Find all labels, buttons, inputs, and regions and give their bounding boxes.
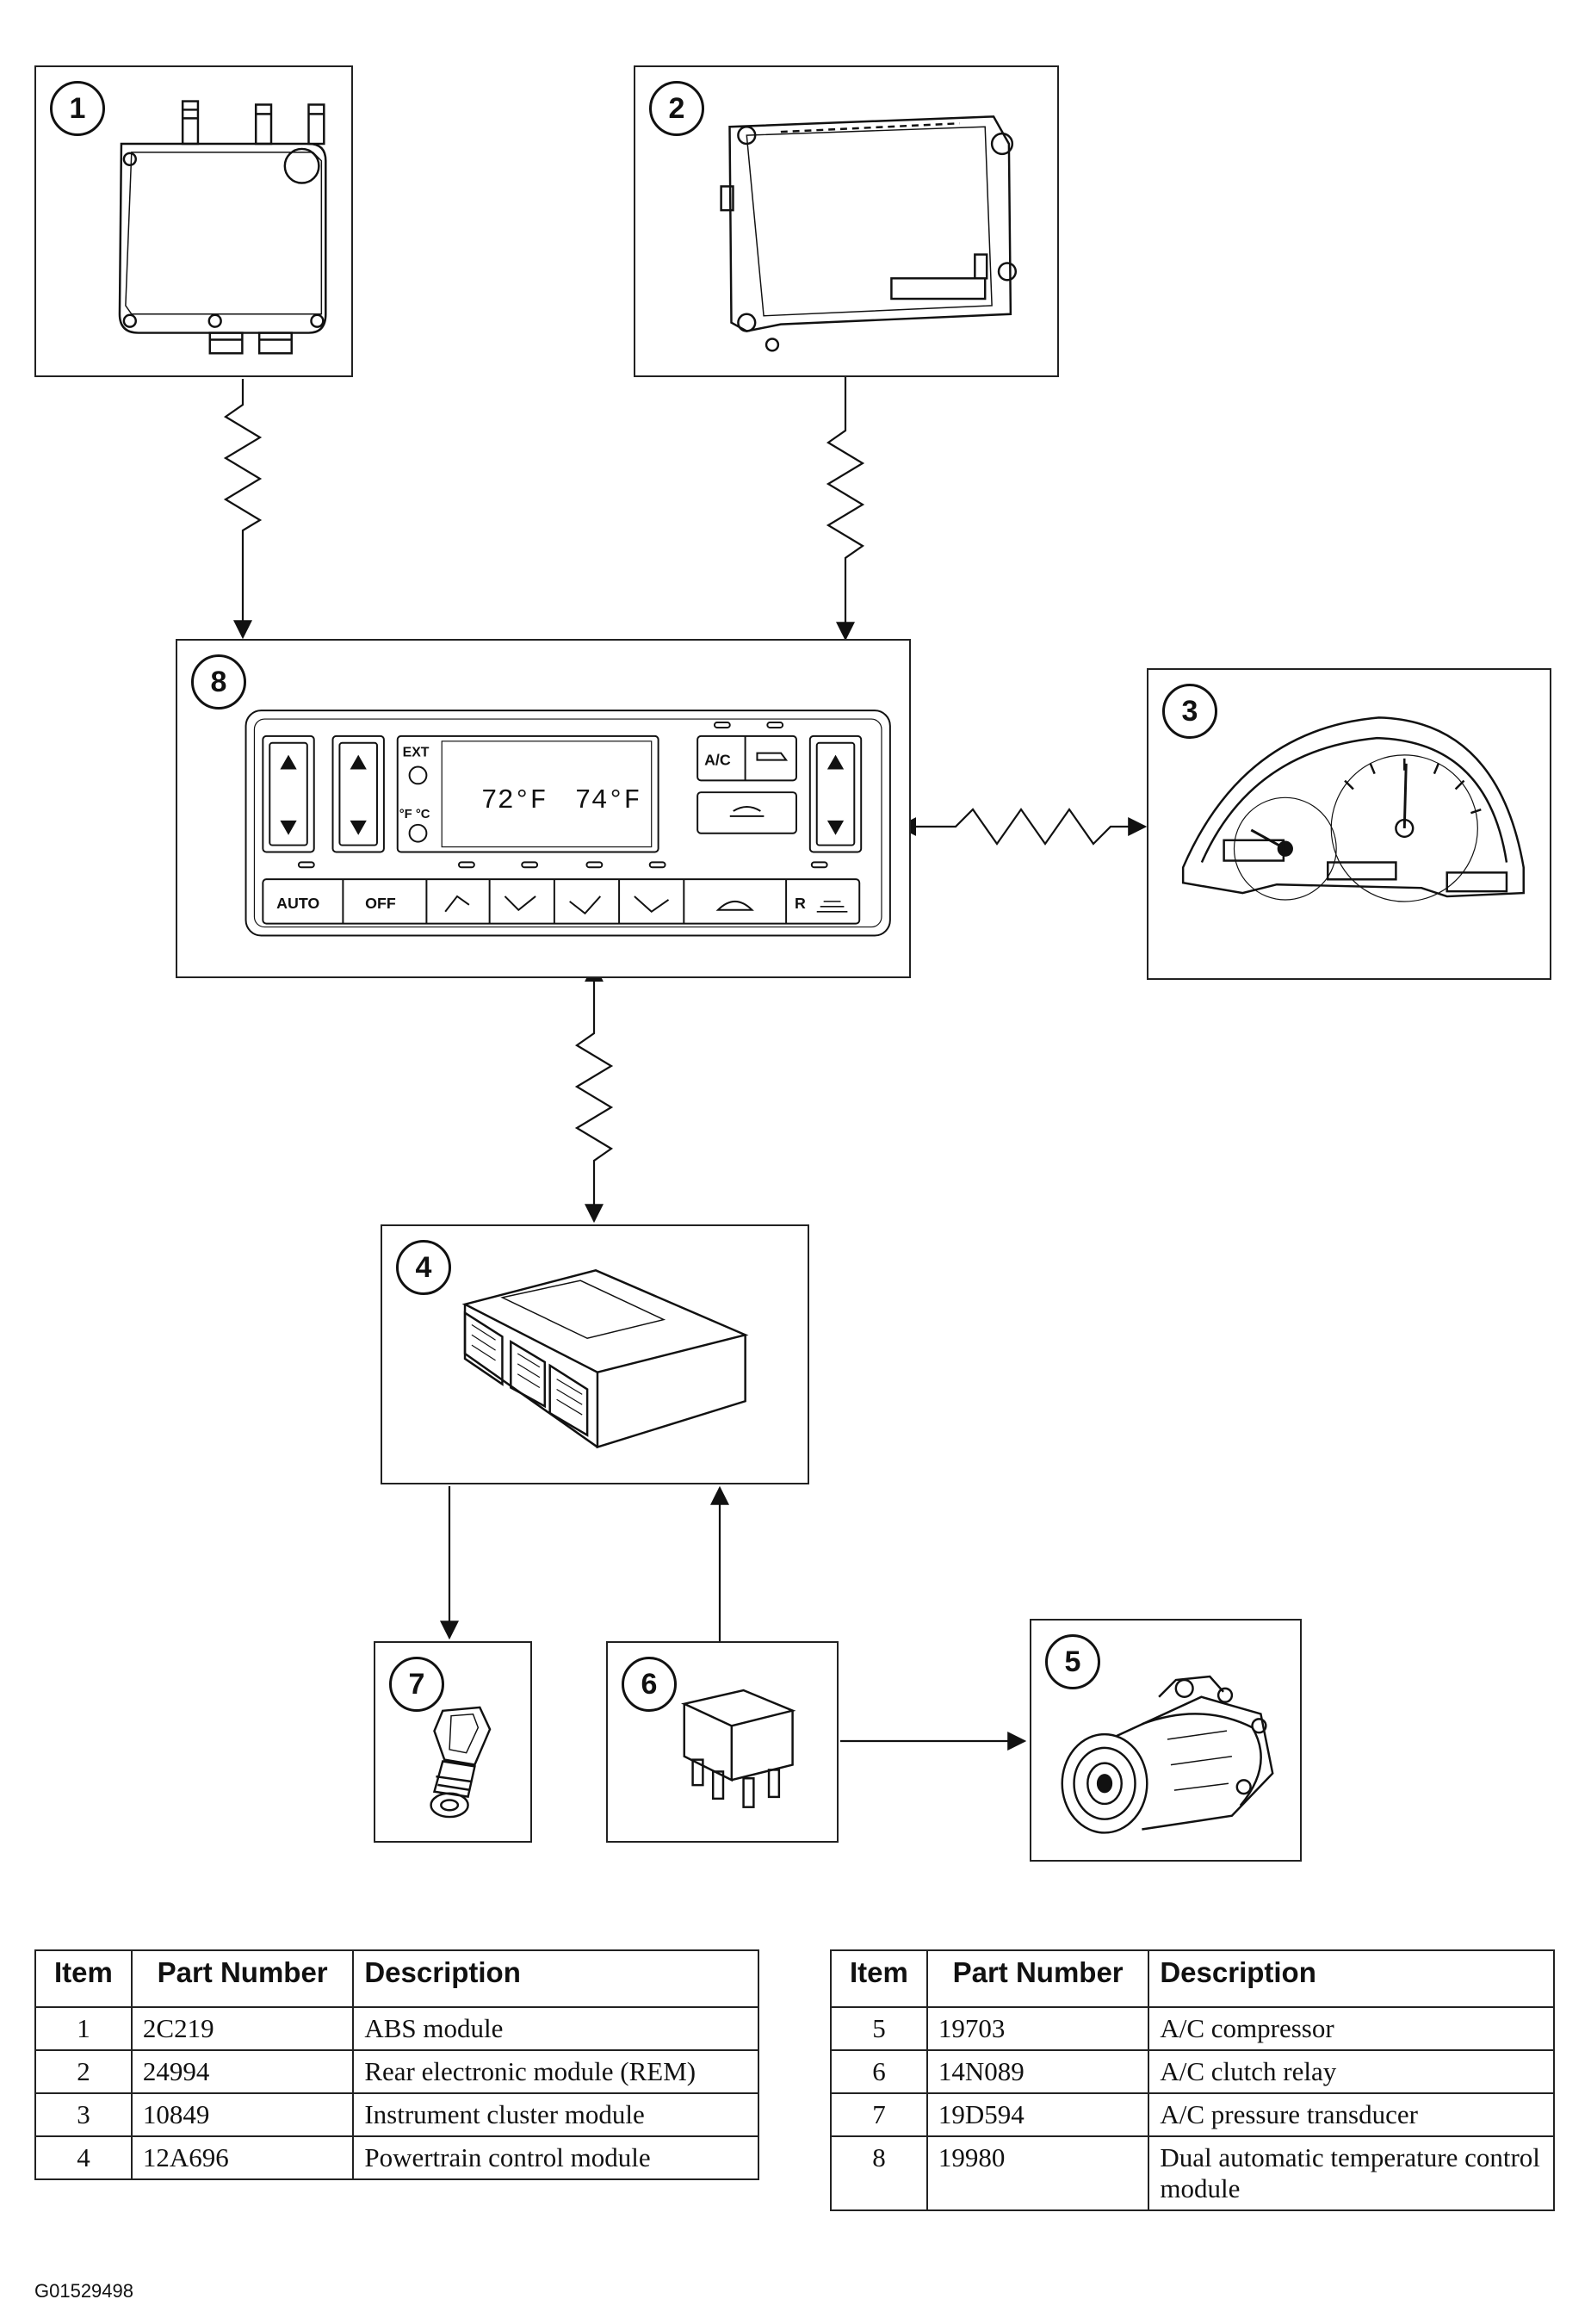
header-part-number: Part Number — [130, 1949, 355, 2008]
table-row: 3 10849 Instrument cluster module — [34, 2092, 759, 2137]
table-row: 7 19D594 A/C pressure transducer — [830, 2092, 1555, 2137]
table-row: 4 12A696 Powertrain control module — [34, 2135, 759, 2180]
auto-button-label: AUTO — [276, 895, 319, 912]
off-button-label: OFF — [365, 895, 396, 912]
item-badge: 6 — [622, 1657, 677, 1712]
table-row: 1 2C219 ABS module — [34, 2006, 759, 2051]
figure-id: G01529498 — [34, 2280, 133, 2302]
component-powertrain-control-module: 4 — [381, 1224, 809, 1484]
unit-label: °F °C — [399, 808, 430, 821]
ext-label: EXT — [403, 746, 430, 760]
item-badge: 2 — [649, 81, 704, 136]
item-cell: 5 — [830, 2006, 928, 2051]
component-ac-compressor: 5 — [1030, 1619, 1302, 1862]
abs-module-icon — [118, 100, 327, 355]
table-row: 2 24994 Rear electronic module (REM) — [34, 2049, 759, 2094]
climate-control-panel-icon: EXT °F °C 72°F 74°F A/C AUTO OFF R — [245, 710, 891, 937]
instrument-cluster-icon — [1181, 716, 1525, 902]
header-description: Description — [1148, 1949, 1555, 2008]
item-badge: 4 — [396, 1240, 451, 1295]
item-badge: 7 — [389, 1657, 444, 1712]
powertrain-control-module-icon — [461, 1269, 749, 1449]
right-temp-display: 74°F — [575, 785, 641, 816]
component-dual-atc-module: 8 — [176, 639, 911, 978]
description-cell: Instrument cluster module — [352, 2092, 759, 2137]
header-description: Description — [352, 1949, 759, 2008]
item-badge: 3 — [1162, 684, 1217, 739]
description-cell: A/C compressor — [1148, 2006, 1555, 2051]
part-number-cell: 19980 — [926, 2135, 1150, 2211]
ac-button-label: A/C — [704, 752, 731, 769]
component-rear-electronic-module: 2 — [634, 65, 1059, 377]
table-header-row: Item Part Number Description — [830, 1949, 1555, 2008]
item-cell: 8 — [830, 2135, 928, 2211]
item-cell: 4 — [34, 2135, 133, 2180]
item-cell: 6 — [830, 2049, 928, 2094]
table-row: 6 14N089 A/C clutch relay — [830, 2049, 1555, 2094]
item-badge: 5 — [1045, 1634, 1100, 1689]
link-dual-atc-pcm — [574, 963, 614, 1224]
component-pressure-transducer: 7 — [374, 1641, 532, 1843]
header-item: Item — [34, 1949, 133, 2008]
ac-compressor-icon — [1061, 1675, 1274, 1834]
part-number-cell: 10849 — [130, 2092, 355, 2137]
parts-table-left: Item Part Number Description 1 2C219 ABS… — [34, 1949, 759, 2180]
component-abs-module: 1 — [34, 65, 353, 377]
table-row: 8 19980 Dual automatic temperature contr… — [830, 2135, 1555, 2211]
description-cell: Rear electronic module (REM) — [352, 2049, 759, 2094]
description-cell: Powertrain control module — [352, 2135, 759, 2180]
part-number-cell: 14N089 — [926, 2049, 1150, 2094]
item-badge: 1 — [50, 81, 105, 136]
part-number-cell: 24994 — [130, 2049, 355, 2094]
description-cell: ABS module — [352, 2006, 759, 2051]
part-number-cell: 19D594 — [926, 2092, 1150, 2137]
link-abs-to-dual-atc — [223, 379, 263, 640]
table-header-row: Item Part Number Description — [34, 1949, 759, 2008]
header-item: Item — [830, 1949, 928, 2008]
table-row: 5 19703 A/C compressor — [830, 2006, 1555, 2051]
part-number-cell: 19703 — [926, 2006, 1150, 2051]
header-part-number: Part Number — [926, 1949, 1150, 2008]
pressure-transducer-icon — [430, 1706, 492, 1819]
left-temp-display: 72°F — [481, 785, 547, 816]
description-cell: A/C pressure transducer — [1148, 2092, 1555, 2137]
rear-defrost-label: R — [795, 895, 806, 912]
item-cell: 2 — [34, 2049, 133, 2094]
link-dual-atc-cluster — [897, 808, 1148, 846]
relay-icon — [680, 1689, 796, 1808]
description-cell: A/C clutch relay — [1148, 2049, 1555, 2094]
part-number-cell: 12A696 — [130, 2135, 355, 2180]
link-rem-dual-atc — [826, 320, 865, 641]
component-instrument-cluster: 3 — [1147, 668, 1551, 980]
description-cell: Dual automatic temperature control modul… — [1148, 2135, 1555, 2211]
part-number-cell: 2C219 — [130, 2006, 355, 2051]
item-badge: 8 — [191, 654, 246, 710]
rear-electronic-module-icon — [720, 115, 1018, 352]
parts-table-right: Item Part Number Description 5 19703 A/C… — [830, 1949, 1555, 2211]
item-cell: 1 — [34, 2006, 133, 2051]
component-clutch-relay: 6 — [606, 1641, 839, 1843]
item-cell: 7 — [830, 2092, 928, 2137]
item-cell: 3 — [34, 2092, 133, 2137]
